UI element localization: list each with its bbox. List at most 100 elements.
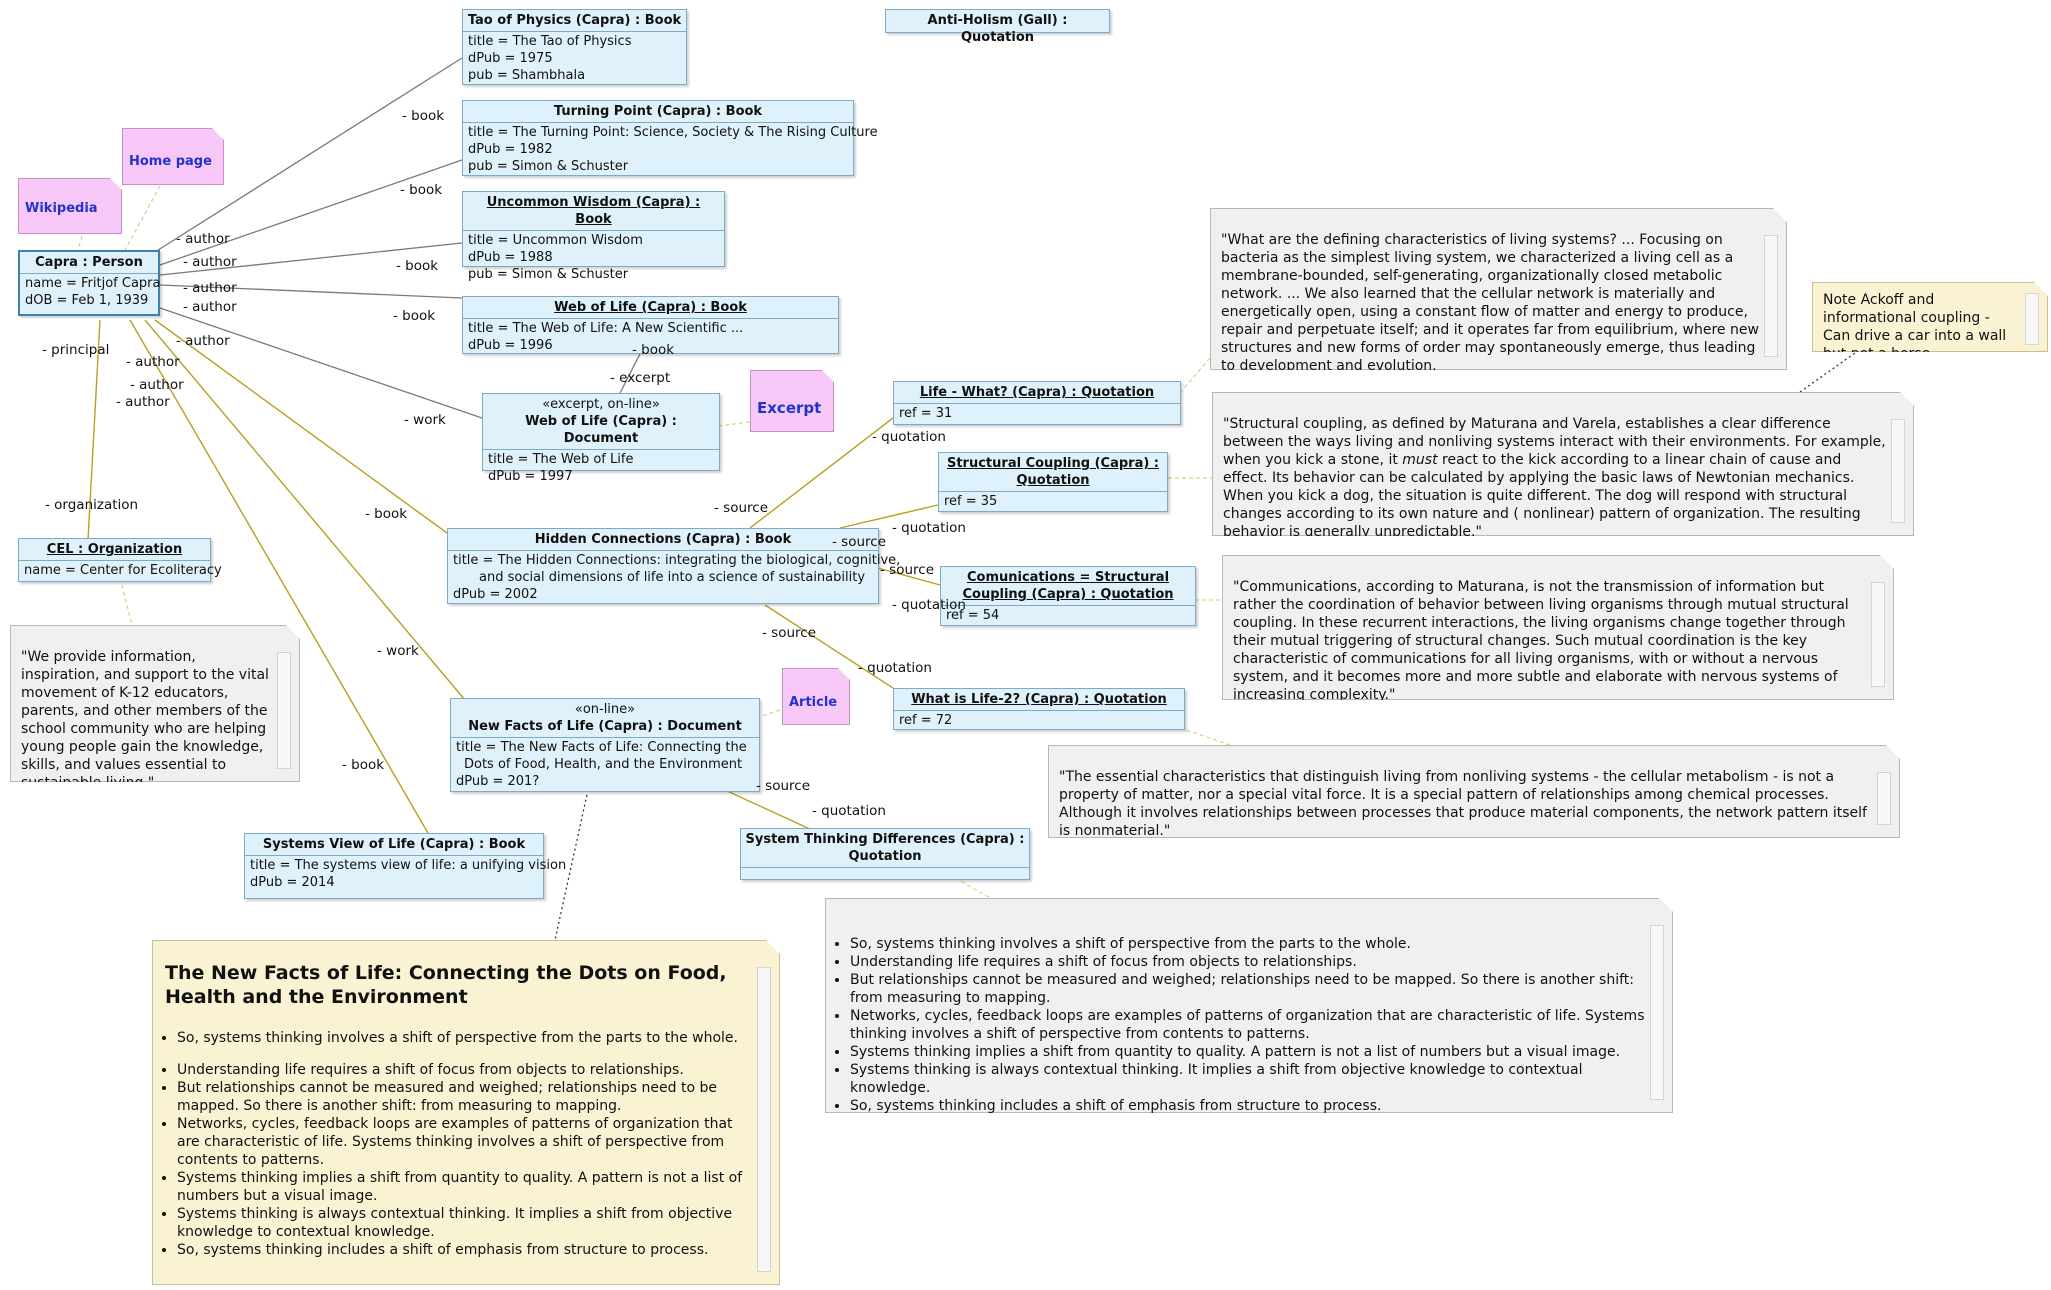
note-scrollbar[interactable]: [1871, 582, 1885, 687]
article-link[interactable]: Article: [782, 668, 850, 725]
excerpt-link[interactable]: Excerpt: [750, 370, 834, 432]
label-source: - source: [762, 625, 816, 641]
structural-coupling-note[interactable]: "Structural coupling, as defined by Matu…: [1212, 392, 1914, 536]
label-quotation: - quotation: [858, 660, 932, 676]
tag-label: Excerpt: [757, 399, 822, 417]
link-capra-systems: [129, 319, 429, 834]
antiholism-quotation[interactable]: Anti-Holism (Gall) : Quotation: [885, 9, 1110, 45]
note-bullet: So, systems thinking involves a shift of…: [177, 1029, 743, 1047]
object-attr: name = Center for Ecoliteracy: [24, 563, 222, 578]
object-attr: and social dimensions of life into a sci…: [479, 570, 866, 585]
structural-coupling-quotation[interactable]: Structural Coupling (Capra) : Quotation …: [938, 452, 1168, 512]
object-header: Life - What? (Capra) : Quotation: [894, 382, 1180, 404]
object-attr: pub = Simon & Schuster: [468, 159, 629, 174]
new-facts-document[interactable]: «on-line» New Facts of Life (Capra) : Do…: [450, 698, 760, 792]
cel-note[interactable]: "We provide information, inspiration, an…: [10, 625, 300, 782]
note-bullet: So, systems thinking includes a shift of…: [850, 1097, 1646, 1115]
note-scrollbar[interactable]: [1650, 925, 1664, 1100]
note-scrollbar[interactable]: [1877, 772, 1891, 825]
note-scrollbar[interactable]: [2025, 293, 2039, 345]
tag-label: Home page: [129, 154, 212, 169]
note-bullet: Systems thinking implies a shift from qu…: [850, 1043, 1646, 1061]
label-quotation: - quotation: [872, 429, 946, 445]
system-thinking-note[interactable]: So, systems thinking involves a shift of…: [825, 898, 1673, 1113]
object-header: «on-line» New Facts of Life (Capra) : Do…: [451, 699, 759, 738]
link-capra-webbook: [159, 284, 463, 299]
note-text-part: "Structural coupling, as defined by Matu…: [1223, 416, 1886, 468]
object-name: Structural Coupling (Capra) : Quotation: [946, 456, 1160, 488]
what-is-life-note[interactable]: "The essential characteristics that dist…: [1048, 745, 1900, 838]
what-is-life-quotation[interactable]: What is Life-2? (Capra) : Quotation ref …: [893, 688, 1185, 730]
anchor-newfacts-note: [554, 789, 589, 941]
object-header: System Thinking Differences (Capra) : Qu…: [741, 829, 1029, 868]
object-header: Tao of Physics (Capra) : Book: [463, 10, 686, 32]
communications-quotation[interactable]: Comunications = Structural Coupling (Cap…: [940, 566, 1196, 626]
ackoff-note[interactable]: Note Ackoff and informational coupling -…: [1812, 282, 2048, 352]
hidden-connections-book[interactable]: Hidden Connections (Capra) : Book title …: [447, 528, 900, 604]
anchor-article: [761, 709, 781, 717]
note-scrollbar[interactable]: [1764, 235, 1778, 357]
note-text: So, systems thinking involves a shift of…: [836, 935, 1646, 1115]
label-author: - author: [176, 231, 230, 247]
object-attr: title = The Web of Life: [488, 452, 634, 467]
system-thinking-quotation[interactable]: System Thinking Differences (Capra) : Qu…: [740, 828, 1030, 880]
object-header: Systems View of Life (Capra) : Book: [245, 834, 543, 856]
anchor-ackoff: [1799, 352, 1856, 393]
communications-note[interactable]: "Communications, according to Maturana, …: [1222, 555, 1894, 700]
object-header: What is Life-2? (Capra) : Quotation: [894, 689, 1184, 711]
note-bullet: Understanding life requires a shift of f…: [850, 953, 1646, 971]
object-attr: ref = 72: [899, 713, 953, 728]
note-scrollbar[interactable]: [757, 967, 771, 1272]
anchor-lifewhat-note: [1179, 357, 1211, 394]
label-source: - source: [756, 778, 810, 794]
uncommon-wisdom-book[interactable]: Uncommon Wisdom (Capra) : Book title = U…: [462, 191, 725, 282]
note-bullet: So, systems thinking involves a shift of…: [850, 935, 1646, 953]
object-name: What is Life-2? (Capra) : Quotation: [911, 692, 1167, 707]
link-hidden-structural: [839, 504, 939, 529]
note-text: "Communications, according to Maturana, …: [1233, 579, 1849, 703]
label-quotation: - quotation: [892, 520, 966, 536]
label-book: - book: [402, 108, 445, 124]
web-of-life-book[interactable]: Web of Life (Capra) : Book title = The W…: [462, 296, 839, 354]
object-header: Turning Point (Capra) : Book: [463, 101, 853, 123]
note-bullet: But relationships cannot be measured and…: [850, 971, 1646, 1007]
object-attr: ref = 35: [944, 494, 998, 509]
systems-view-book[interactable]: Systems View of Life (Capra) : Book titl…: [244, 833, 566, 899]
object-attr: pub = Shambhala: [468, 68, 586, 83]
object-attr: dPub = 1988: [468, 250, 553, 265]
link-capra-tao: [154, 57, 463, 253]
label-book: - book: [342, 757, 385, 773]
turning-point-book[interactable]: Turning Point (Capra) : Book title = The…: [462, 100, 878, 176]
label-work: - work: [377, 643, 419, 659]
object-attr: dOB = Feb 1, 1939: [25, 293, 149, 308]
note-text-part: react to the kick according to a linear …: [1223, 452, 1861, 540]
homepage-link[interactable]: Home page: [122, 128, 224, 185]
note-text: "The essential characteristics that dist…: [1059, 769, 1867, 839]
new-facts-note[interactable]: The New Facts of Life: Connecting the Do…: [152, 940, 780, 1285]
link-hidden-comms: [877, 567, 941, 586]
object-stereotype: «on-line»: [574, 702, 636, 717]
tao-book[interactable]: Tao of Physics (Capra) : Book title = Th…: [462, 9, 687, 85]
note-scrollbar[interactable]: [277, 652, 291, 769]
link-capra-uncommon: [159, 242, 463, 276]
object-attr: pub = Simon & Schuster: [468, 267, 629, 282]
object-header: «excerpt, on-line» Web of Life (Capra) :…: [483, 394, 719, 450]
note-bullet: Systems thinking is always contextual th…: [177, 1205, 743, 1241]
web-of-life-document[interactable]: «excerpt, on-line» Web of Life (Capra) :…: [482, 393, 720, 484]
cel-organization[interactable]: CEL : Organization name = Center for Eco…: [18, 538, 222, 582]
anchor-whatis-note: [1179, 727, 1231, 746]
anchor-sysdiff-note: [954, 877, 991, 899]
link-capra-newfacts: [144, 319, 466, 701]
wikipedia-link[interactable]: Wikipedia: [18, 178, 122, 234]
capra-person[interactable]: Capra : Person name = Fritjof Capra dOB …: [18, 250, 161, 316]
object-attr: ref = 54: [946, 608, 1000, 623]
label-author: - author: [116, 394, 170, 410]
object-header: Anti-Holism (Gall) : Quotation: [927, 13, 1068, 45]
object-name: New Facts of Life (Capra) : Document: [468, 719, 742, 734]
life-what-quotation[interactable]: Life - What? (Capra) : Quotation ref = 3…: [893, 381, 1181, 425]
link-hidden-whatis: [764, 604, 894, 689]
life-what-note[interactable]: "What are the defining characteristics o…: [1210, 208, 1787, 370]
object-attr: title = The Web of Life: A New Scientifi…: [468, 321, 744, 336]
tag-label: Wikipedia: [25, 201, 98, 216]
note-scrollbar[interactable]: [1891, 419, 1905, 523]
